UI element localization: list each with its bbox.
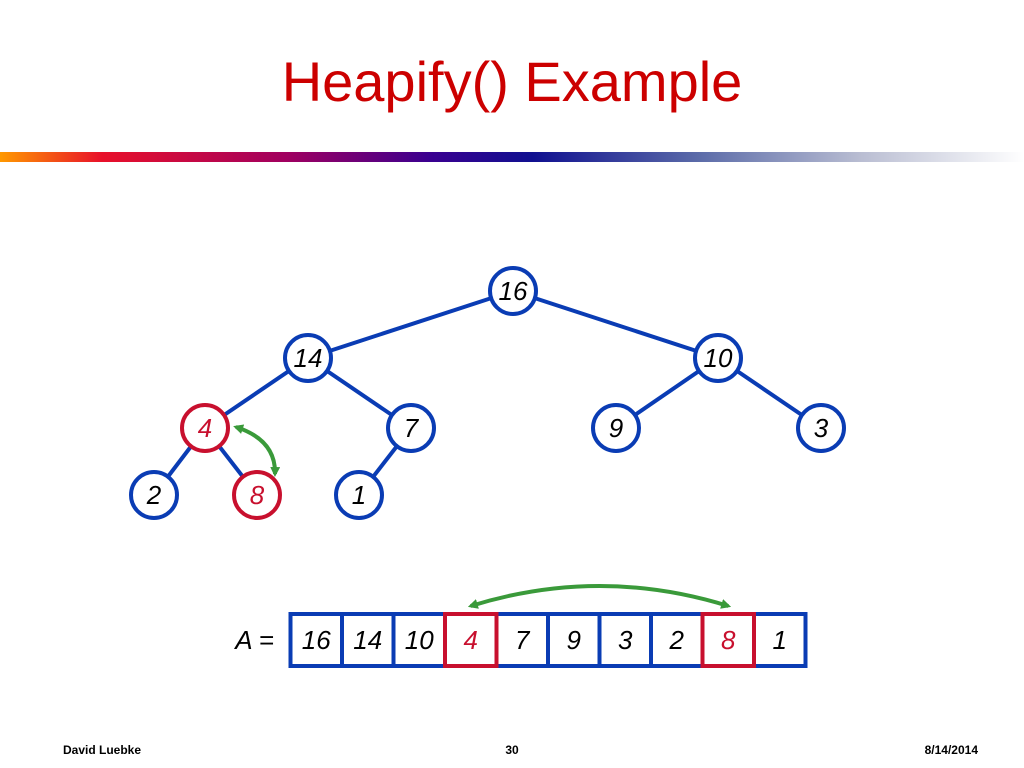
array-swap-arrow [467,584,732,609]
tree-node-circle [283,333,333,383]
array-cell-value: 1 [773,625,787,655]
tree-node-circle [591,403,641,453]
tree-node-3: 3 [796,403,846,453]
array-cell-2: 10 [391,612,447,668]
array-cell-box [288,612,344,668]
tree-node-label: 9 [609,413,623,443]
tree-node-9: 9 [591,403,641,453]
tree-edge-n16-n14 [307,289,514,360]
tree-node-label: 7 [404,413,420,443]
tree-node-7: 7 [386,403,436,453]
slide-title: Heapify() Example [281,50,743,113]
footer-date: 8/14/2014 [924,743,978,757]
title-underline-bar [0,152,1024,162]
tree-node-circle [386,403,436,453]
tree-node-circle [796,403,846,453]
tree-node-label: 1 [352,480,366,510]
tree-node-2: 2 [129,470,179,520]
tree-node-label: 8 [250,480,265,510]
array-cell-value: 10 [405,625,434,655]
array-cell-box [391,612,447,668]
tree-node-4: 4 [180,403,230,453]
tree-edges [152,289,823,497]
swap-arrows [233,424,732,609]
array-cell-box [443,612,499,668]
array-cell-7: 2 [649,612,705,668]
tree-node-label: 2 [146,480,162,510]
tree-node-circle [693,333,743,383]
tree-node-label: 16 [499,276,528,306]
tree-node-16: 16 [488,266,538,316]
tree-swap-arrow [233,424,281,477]
array-cell-8: 8 [700,612,756,668]
array-cell-value: 14 [353,625,382,655]
tree-node-circle [232,470,282,520]
tree-node-10: 10 [693,333,743,383]
array-cell-3: 4 [443,612,499,668]
array-cell-box [340,612,396,668]
tree-nodes: 16 14 10 4 7 9 3 2 8 1 [129,266,846,520]
tree-node-circle [129,470,179,520]
tree-node-label: 14 [294,343,323,373]
tree-edge-n16-n10 [512,289,719,360]
tree-node-label: 10 [704,343,733,373]
footer-author: David Luebke [63,743,142,757]
footer-page-number: 30 [505,743,519,757]
tree-node-14: 14 [283,333,333,383]
array-cell-5: 9 [546,612,602,668]
array-cell-value: 9 [567,625,581,655]
array-cell-box [752,612,808,668]
tree-node-circle [488,266,538,316]
array-cell-value: 3 [618,625,633,655]
array-cell-value: 7 [515,625,531,655]
array-label: A = [233,625,274,655]
tree-node-label: 3 [814,413,829,443]
array-cell-value: 16 [302,625,331,655]
tree-node-1: 1 [334,470,384,520]
tree-node-circle [180,403,230,453]
array-cell-0: 16 [288,612,344,668]
array-cell-value: 4 [464,625,478,655]
array-cell-value: 8 [721,625,736,655]
array-cell-4: 7 [494,612,550,668]
array-cell-value: 2 [669,625,685,655]
tree-node-label: 4 [198,413,212,443]
array-cell-9: 1 [752,612,808,668]
tree-node-circle [334,470,384,520]
array-cell-1: 14 [340,612,396,668]
tree-node-8: 8 [232,470,282,520]
array-cell-box [700,612,756,668]
array-cell-6: 3 [597,612,653,668]
